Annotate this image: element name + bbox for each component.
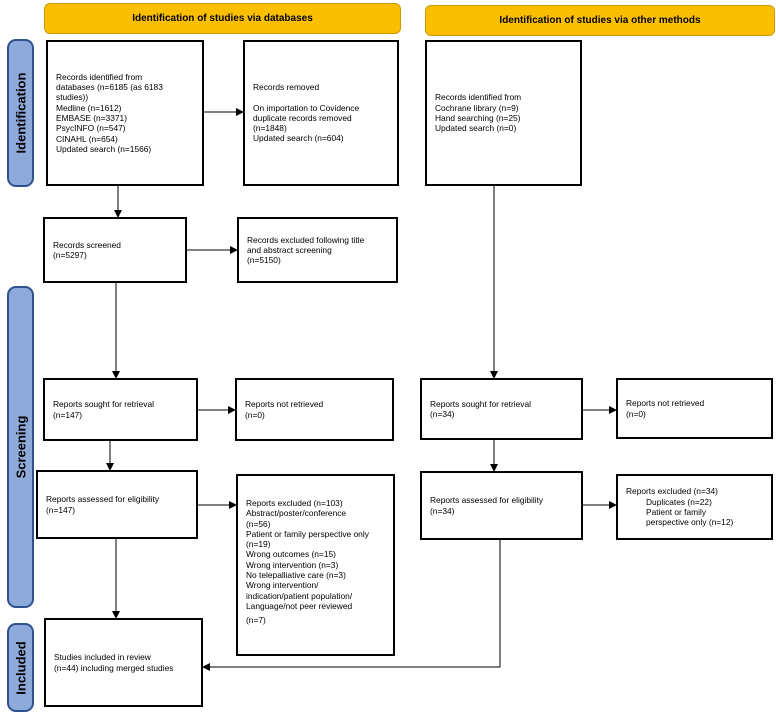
box-text-line: (n=147) — [53, 409, 83, 420]
box-text-line: (n=34) — [430, 409, 455, 419]
box-text-line: Records excluded following title — [247, 234, 365, 245]
box-text-line: Updated search (n=1566) — [56, 143, 152, 154]
box-text-line: (n=19) — [246, 539, 271, 550]
box-text-line: Reports not retrieved — [626, 398, 705, 409]
box-text-line: (n=147) — [46, 504, 76, 515]
header-other-methods: Identification of studies via other meth… — [425, 5, 775, 36]
box-text-line: perspective only (n=12) — [646, 517, 734, 528]
box-text-line: (n=5150) — [247, 255, 281, 266]
box-text-line: Reports excluded (n=103) — [246, 498, 343, 508]
box-text-line: databases (n=6185 (as 6183 — [56, 82, 163, 93]
box-text-line: Patient or family perspective only — [246, 528, 369, 539]
reports-excluded-other: Reports excluded (n=34) Duplicates (n=22… — [616, 474, 773, 540]
box-text-line: Patient or family — [646, 507, 707, 517]
box-text-line: Reports not retrieved — [245, 399, 324, 410]
box-text-line: Reports assessed for eligibility — [430, 495, 544, 506]
box-text-line: (n=0) — [245, 409, 265, 420]
reports-excluded-databases: Reports excluded (n=103) Abstract/poster… — [236, 474, 395, 656]
phase-screening: Screening — [7, 286, 34, 608]
box-text-line: Reports assessed for eligibility — [46, 494, 160, 505]
box-text-line: (n=0) — [626, 408, 646, 419]
box-text-line: Records identified from — [56, 71, 143, 82]
box-text-line: Wrong intervention/ — [246, 580, 319, 591]
box-text-line: CINAHL (n=654) — [56, 133, 118, 144]
box-text-line: Records identified from — [435, 92, 522, 103]
box-text-line: Records screened — [53, 239, 121, 250]
reports-assessed-databases: Reports assessed for eligibility (n=147) — [36, 470, 198, 539]
records-excluded-title-abstract: Records excluded following title and abs… — [237, 217, 398, 283]
records-identified-other: Records identified from Cochrane library… — [425, 40, 582, 186]
reports-not-retrieved-other: Reports not retrieved (n=0) — [616, 378, 773, 439]
box-text-line: Language/not peer reviewed — [246, 600, 353, 611]
box-text-line: Wrong outcomes (n=15) — [246, 549, 336, 560]
box-text-line: Duplicates (n=22) — [646, 496, 712, 507]
box-text-line: (n=5297) — [53, 250, 87, 260]
box-text-line: Hand searching (n=25) — [435, 113, 521, 123]
box-text-line: studies)) — [56, 92, 89, 103]
reports-sought-other: Reports sought for retrieval (n=34) — [420, 378, 583, 440]
box-text-line: Records removed — [253, 82, 320, 93]
box-text-line: Reports sought for retrieval — [53, 399, 155, 410]
box-text-line: duplicate records removed — [253, 112, 352, 123]
records-identified-databases: Records identified from databases (n=618… — [46, 40, 204, 186]
box-text-line: No telepalliative care (n=3) — [246, 570, 346, 581]
box-text-line: PsycINFO (n=547) — [56, 123, 126, 134]
box-text-line: Studies included in review — [54, 652, 151, 663]
box-text-line: and abstract screening — [247, 244, 332, 255]
records-screened: Records screened (n=5297) — [43, 217, 187, 283]
box-text-line: On importation to Covidence — [253, 102, 360, 113]
box-text-line: Updated search (n=604) — [253, 133, 344, 144]
box-text-line: (n=56) — [246, 518, 271, 529]
box-text-line: Abstract/poster/conference — [246, 508, 347, 519]
box-text-line: (n=44) including merged studies — [54, 662, 174, 673]
records-removed: Records removed On importation to Covide… — [243, 40, 399, 186]
box-text-line: (n=1848) — [253, 123, 287, 134]
reports-assessed-other: Reports assessed for eligibility (n=34) — [420, 471, 583, 540]
box-text-line: Wrong intervention (n=3) — [246, 559, 339, 570]
box-text-line: EMBASE (n=3371) — [56, 113, 127, 123]
phase-identification: Identification — [7, 39, 34, 187]
reports-not-retrieved-databases: Reports not retrieved (n=0) — [235, 378, 394, 441]
box-text-line: Reports sought for retrieval — [430, 398, 532, 409]
reports-sought-databases: Reports sought for retrieval (n=147) — [43, 378, 198, 441]
box-text-line: Medline (n=1612) — [56, 102, 122, 113]
box-text-line: Reports excluded (n=34) — [626, 486, 718, 497]
box-text-line: (n=34) — [430, 505, 455, 516]
box-text-line: Cochrane library (n=9) — [435, 102, 519, 113]
arrow-other-assessed-to-included — [202, 540, 501, 671]
header-databases: Identification of studies via databases — [44, 3, 401, 34]
box-text-line: (n=7) — [246, 615, 266, 626]
box-text-line: indication/patient population/ — [246, 590, 353, 601]
studies-included: Studies included in review (n=44) includ… — [44, 618, 203, 707]
box-text-line: Updated search (n=0) — [435, 123, 517, 134]
phase-included: Included — [7, 623, 34, 712]
